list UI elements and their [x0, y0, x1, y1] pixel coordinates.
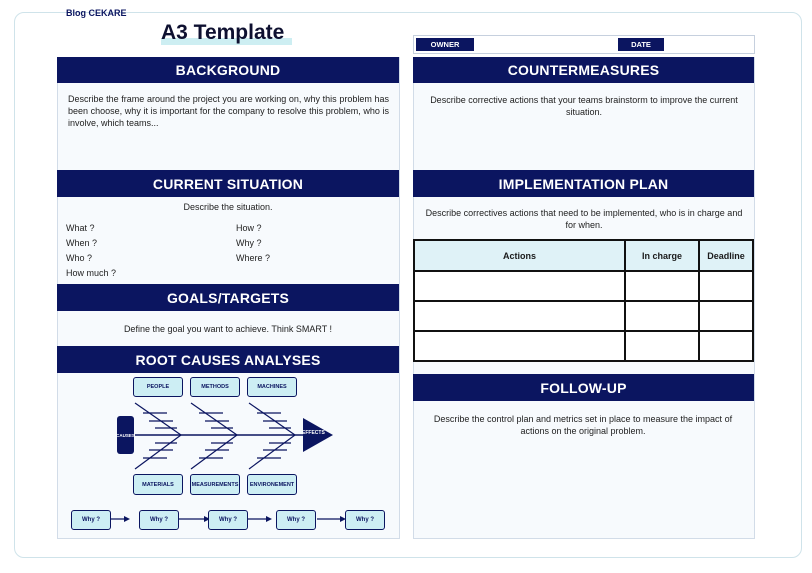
why-step-1: Why ?: [71, 510, 111, 530]
page-title: A3 Template: [161, 21, 293, 45]
background-text: Describe the frame around the project yo…: [68, 94, 389, 128]
follow-up-text: Describe the control plan and metrics se…: [433, 414, 733, 436]
table-cell[interactable]: [624, 270, 700, 302]
current-situation-text: Describe the situation.: [183, 202, 273, 212]
fishbone-causes-label: CAUSES: [116, 432, 135, 438]
countermeasures-text: Describe corrective actions that your te…: [430, 95, 738, 117]
fishbone-tail-icon: [117, 416, 134, 454]
table-row: [413, 270, 754, 302]
implementation-text: Describe correctives actions that need t…: [425, 208, 743, 230]
table-cell[interactable]: [698, 270, 754, 302]
category-environement: ENVIRONEMENT: [247, 474, 297, 495]
root-causes-heading: ROOT CAUSES ANALYSES: [57, 346, 399, 373]
table-cell[interactable]: [413, 270, 626, 302]
owner-label: OWNER: [416, 38, 474, 51]
question-how: How ?: [236, 223, 262, 233]
why-step-3: Why ?: [208, 510, 248, 530]
background-heading: BACKGROUND: [57, 57, 399, 83]
category-people: PEOPLE: [133, 377, 183, 397]
table-cell[interactable]: [413, 330, 626, 362]
table-row: [413, 330, 754, 362]
category-methods: METHODS: [190, 377, 240, 397]
question-why: Why ?: [236, 238, 262, 248]
goals-text: Define the goal you want to achieve. Thi…: [123, 324, 333, 334]
column-in-charge: In charge: [624, 239, 700, 272]
follow-up-heading: FOLLOW-UP: [413, 374, 754, 401]
question-where: Where ?: [236, 253, 271, 263]
question-when: When ?: [66, 238, 98, 248]
table-cell[interactable]: [698, 330, 754, 362]
fishbone-diagram: [81, 402, 346, 522]
category-materials: MATERIALS: [133, 474, 183, 495]
question-what: What ?: [66, 223, 95, 233]
why-step-5: Why ?: [345, 510, 385, 530]
fishbone-head-icon: [303, 418, 333, 452]
current-situation-heading: CURRENT SITUATION: [57, 170, 399, 197]
table-cell[interactable]: [624, 300, 700, 332]
goals-heading: GOALS/TARGETS: [57, 284, 399, 311]
table-header-row: Actions In charge Deadline: [413, 239, 754, 272]
table-cell[interactable]: [698, 300, 754, 332]
category-machines: MACHINES: [247, 377, 297, 397]
column-actions: Actions: [413, 239, 626, 272]
countermeasures-heading: COUNTERMEASURES: [413, 57, 754, 83]
table-cell[interactable]: [413, 300, 626, 332]
brand-name: Blog CEKARE: [66, 8, 127, 18]
table-cell[interactable]: [624, 330, 700, 362]
table-row: [413, 300, 754, 332]
implementation-heading: IMPLEMENTATION PLAN: [413, 170, 754, 197]
fishbone-effects-label: EFFECTS: [302, 430, 325, 436]
implementation-table: Actions In charge Deadline: [413, 239, 754, 362]
page-frame: [14, 12, 802, 558]
date-label: DATE: [618, 38, 664, 51]
owner-field[interactable]: [476, 36, 616, 51]
why-step-4: Why ?: [276, 510, 316, 530]
date-field[interactable]: [666, 36, 752, 51]
question-how-much: How much ?: [66, 268, 117, 278]
why-step-2: Why ?: [139, 510, 179, 530]
category-measurements: MEASUREMENTS: [190, 474, 240, 495]
question-who: Who ?: [66, 253, 93, 263]
column-deadline: Deadline: [698, 239, 754, 272]
